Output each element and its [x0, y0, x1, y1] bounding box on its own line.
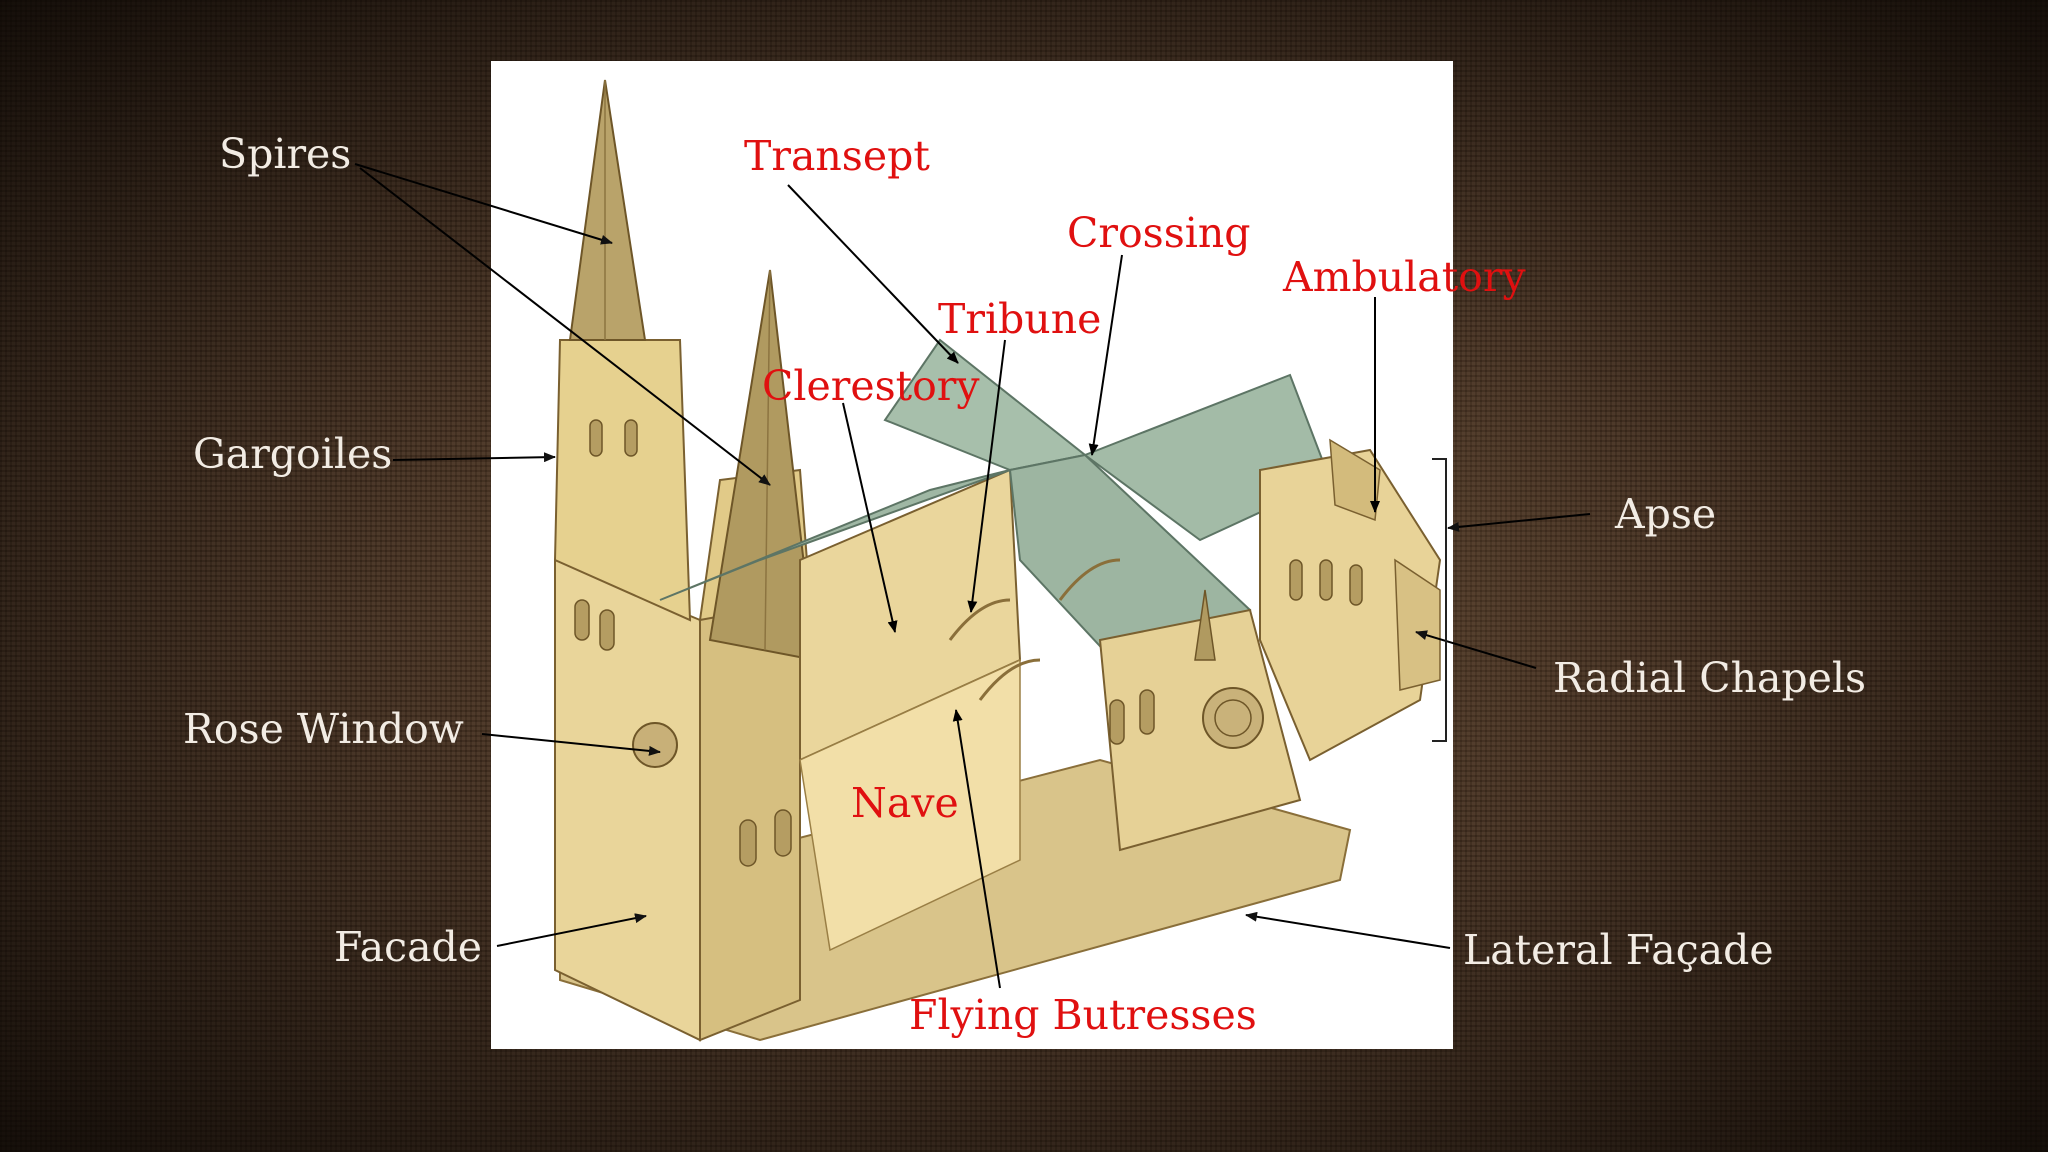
label-crossing: Crossing [1067, 209, 1251, 257]
label-spires: Spires [219, 130, 352, 178]
label-nave: Nave [851, 779, 959, 827]
label-apse: Apse [1615, 490, 1717, 538]
pointer-lines [354, 163, 1591, 989]
label-radial-chapels: Radial Chapels [1553, 654, 1867, 702]
label-gargoiles: Gargoiles [193, 430, 393, 478]
cathedral-illustration [553, 79, 1442, 1042]
label-lateral-facade: Lateral Façade [1463, 926, 1774, 974]
label-ambulatory: Ambulatory [1283, 253, 1526, 301]
label-tribune: Tribune [938, 295, 1102, 343]
label-clerestory: Clerestory [762, 362, 980, 410]
label-rose-window: Rose Window [183, 705, 464, 753]
label-flying-butresses: Flying Butresses [909, 991, 1257, 1039]
label-transept: Transept [744, 132, 930, 180]
label-facade: Facade [334, 923, 483, 971]
